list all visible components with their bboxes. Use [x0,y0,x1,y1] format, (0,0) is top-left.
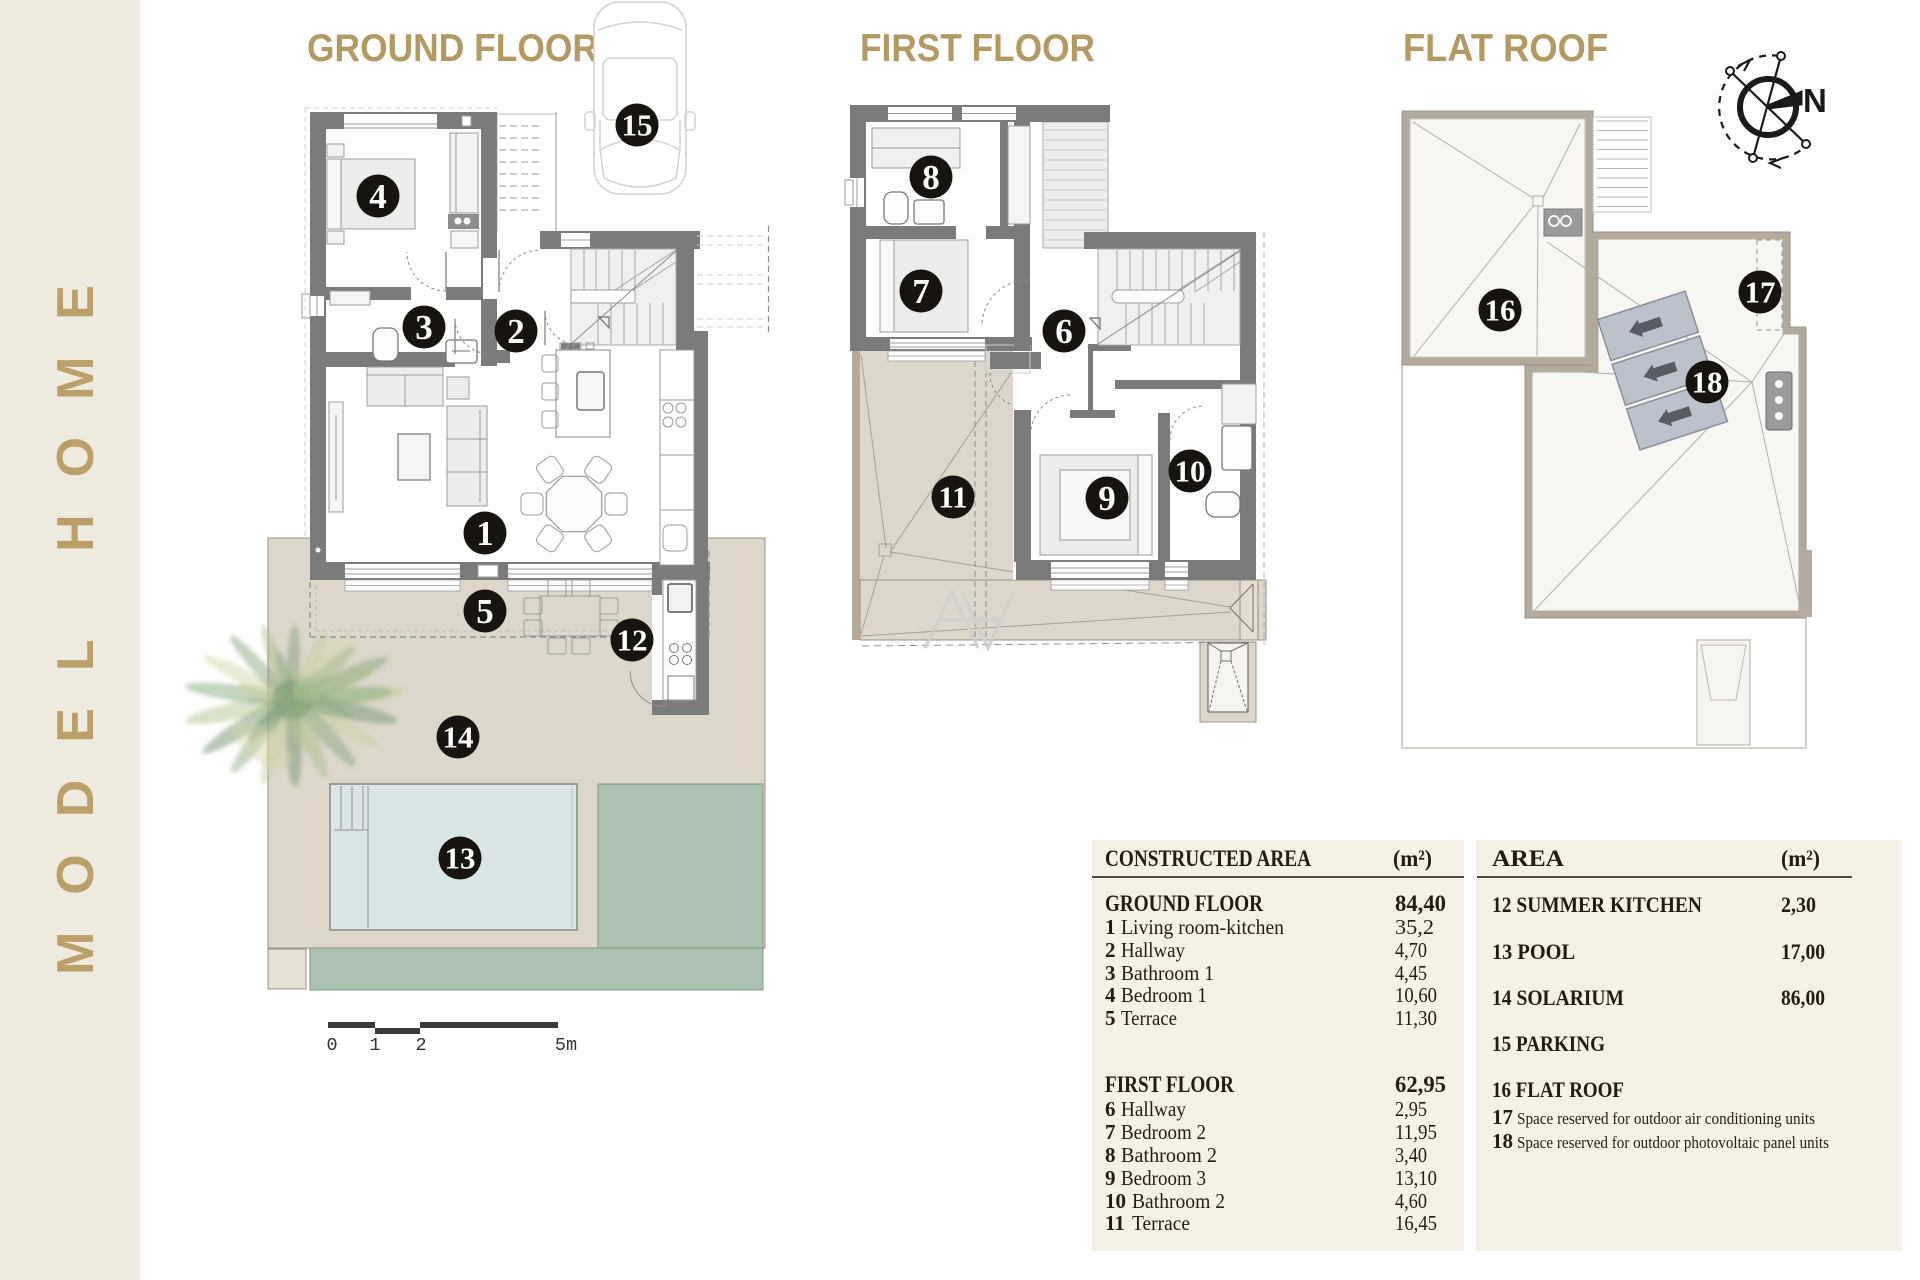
svg-text:Living room-kitchen: Living room-kitchen [1121,915,1284,939]
svg-text:Bedroom 1: Bedroom 1 [1121,983,1207,1007]
svg-text:6: 6 [1105,1097,1116,1121]
svg-text:7: 7 [912,272,930,311]
svg-text:AREA: AREA [1492,846,1564,871]
svg-text:Bathroom 2: Bathroom 2 [1132,1189,1225,1213]
svg-text:18: 18 [1692,365,1723,400]
svg-text:4,70: 4,70 [1395,938,1427,962]
svg-text:Space reserved for outdoor air: Space reserved for outdoor air condition… [1517,1109,1815,1128]
svg-text:10: 10 [1175,454,1206,489]
svg-text:5: 5 [1105,1006,1116,1030]
svg-text:FIRST FLOOR: FIRST FLOOR [1105,1072,1234,1097]
svg-text:10,60: 10,60 [1395,983,1437,1007]
svg-text:5m: 5m [555,1035,577,1056]
svg-text:Hallway: Hallway [1121,938,1185,962]
svg-text:FIRST FLOOR: FIRST FLOOR [860,27,1095,70]
svg-text:14: 14 [443,720,474,755]
svg-text:1: 1 [1105,915,1116,939]
svg-text:2,30: 2,30 [1781,892,1816,917]
svg-text:11: 11 [1105,1211,1125,1235]
svg-text:11,95: 11,95 [1395,1120,1437,1144]
svg-text:Bathroom 2: Bathroom 2 [1121,1143,1217,1167]
svg-text:2: 2 [1105,938,1116,962]
svg-text:16: 16 [1485,293,1516,328]
svg-text:15: 15 [622,108,653,143]
svg-text:8: 8 [1105,1143,1116,1167]
svg-text:62,95: 62,95 [1395,1072,1446,1097]
svg-text:4,45: 4,45 [1395,961,1427,985]
svg-text:35,2: 35,2 [1395,915,1434,939]
svg-text:9: 9 [1105,1166,1116,1190]
svg-text:4,60: 4,60 [1395,1189,1427,1213]
svg-text:2,95: 2,95 [1395,1097,1427,1121]
svg-text:Terrace: Terrace [1121,1006,1177,1030]
svg-text:5: 5 [476,592,494,631]
svg-text:11,30: 11,30 [1395,1006,1437,1030]
svg-text:7: 7 [1105,1120,1116,1144]
svg-text:13: 13 [445,841,476,876]
svg-text:17: 17 [1492,1105,1513,1129]
svg-text:4: 4 [369,177,387,216]
svg-text:84,40: 84,40 [1395,891,1446,916]
svg-text:8: 8 [922,158,940,197]
svg-text:9: 9 [1098,479,1116,518]
svg-text:16,45: 16,45 [1395,1211,1437,1235]
svg-text:6: 6 [1055,312,1073,351]
svg-text:15 PARKING: 15 PARKING [1492,1031,1605,1056]
svg-text:Bedroom 2: Bedroom 2 [1121,1120,1206,1144]
svg-text:1: 1 [476,514,494,553]
svg-text:3,40: 3,40 [1395,1143,1427,1167]
svg-text:FLAT ROOF: FLAT ROOF [1403,27,1608,70]
svg-text:(m²): (m²) [1781,846,1820,871]
svg-text:86,00: 86,00 [1781,985,1825,1010]
svg-text:16 FLAT ROOF: 16 FLAT ROOF [1492,1077,1624,1102]
svg-text:14 SOLARIUM: 14 SOLARIUM [1492,985,1624,1010]
svg-text:12: 12 [617,623,648,658]
svg-text:Bedroom 3: Bedroom 3 [1121,1166,1206,1190]
svg-text:3: 3 [1105,961,1116,985]
svg-text:2: 2 [507,312,525,351]
svg-text:Bathroom 1: Bathroom 1 [1121,961,1214,985]
svg-text:(m²): (m²) [1393,846,1432,871]
svg-text:4: 4 [1105,983,1116,1007]
svg-text:GROUND FLOOR: GROUND FLOOR [1105,891,1263,916]
svg-text:11: 11 [938,480,967,515]
svg-text:13 POOL: 13 POOL [1492,939,1575,964]
svg-text:Space reserved for outdoor pho: Space reserved for outdoor photovoltaic … [1517,1133,1829,1152]
svg-text:12 SUMMER KITCHEN: 12 SUMMER KITCHEN [1492,892,1702,917]
svg-text:1: 1 [369,1035,380,1056]
svg-text:3: 3 [415,308,433,347]
svg-text:0: 0 [326,1035,337,1056]
svg-text:N: N [1803,82,1827,119]
svg-text:17,00: 17,00 [1781,939,1825,964]
svg-text:2: 2 [415,1035,426,1056]
svg-text:17: 17 [1745,275,1776,310]
svg-text:18: 18 [1492,1129,1513,1153]
svg-text:13,10: 13,10 [1395,1166,1437,1190]
svg-text:Terrace: Terrace [1132,1211,1190,1235]
svg-text:GROUND FLOOR: GROUND FLOOR [307,27,598,70]
svg-text:CONSTRUCTED AREA: CONSTRUCTED AREA [1105,846,1311,871]
svg-text:Hallway: Hallway [1121,1097,1186,1121]
svg-text:10: 10 [1105,1189,1126,1213]
